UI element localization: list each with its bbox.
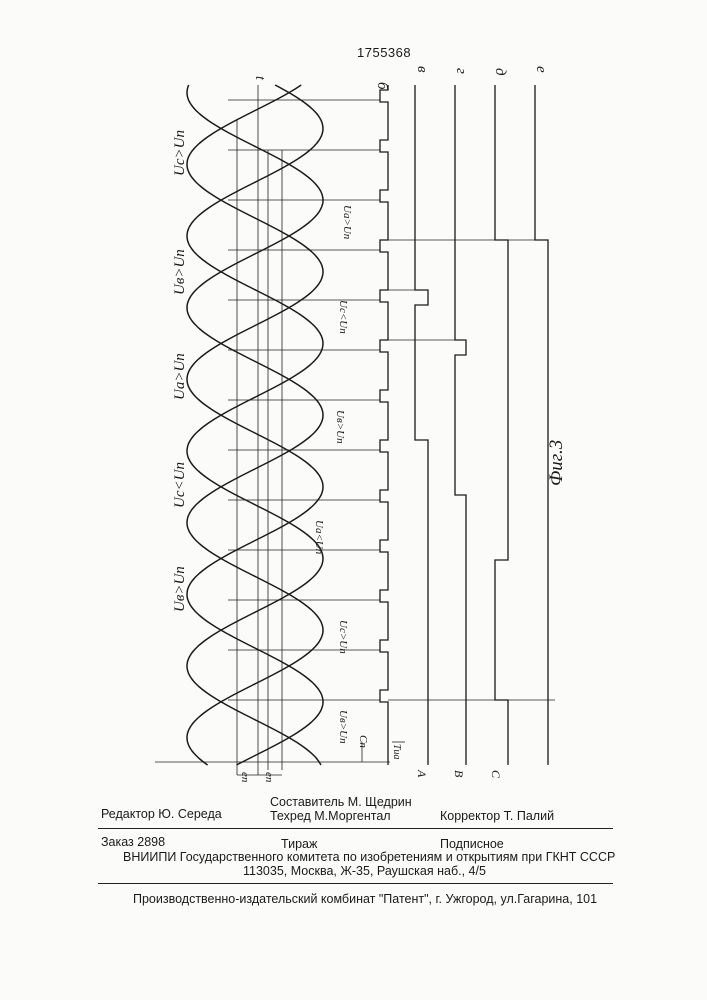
crossing-label-1: Ua>Uп xyxy=(341,205,353,240)
crossing-label-3: Uв>Uп xyxy=(334,410,346,444)
divider-top xyxy=(98,828,613,829)
bottom-label-ep-1: eп xyxy=(239,772,251,783)
figure-3: б в г д е t Uc>Uп Uв>Uп Ua>Uп Uc<Uп Uв>U… xyxy=(0,0,707,800)
trace-label-v: в xyxy=(414,66,430,73)
top-axis-label: t xyxy=(252,76,267,81)
bottom-label-cp: Cп xyxy=(357,735,369,748)
trace-g xyxy=(455,85,466,765)
editor-credit: Редактор Ю. Середа xyxy=(101,808,222,821)
bottom-label-c: C xyxy=(489,770,503,779)
crossing-label-2: Uc<Uп xyxy=(337,300,349,334)
order-number: Заказ 2898 xyxy=(101,836,165,849)
bottom-label-b: B xyxy=(452,770,466,778)
phase-wave-1 xyxy=(187,85,323,765)
sector-label-4: Uc<Uп xyxy=(172,462,188,508)
corrector-credit: Корректор Т. Палий xyxy=(440,810,554,823)
techred-credit: Техред М.Моргентал xyxy=(270,810,391,823)
circulation-label: Тираж xyxy=(281,838,317,851)
crossing-label-4: Ua<Uп xyxy=(313,520,325,555)
bottom-label-a: A xyxy=(415,769,429,778)
phase-wave-2 xyxy=(187,85,323,765)
trace-label-d: д xyxy=(492,68,508,76)
crossing-label-5: Uc>Uп xyxy=(337,620,349,654)
sector-label-5: Uв>Uп xyxy=(172,566,188,612)
phase-wave-3 xyxy=(187,85,323,765)
institution-line: ВНИИПИ Государственного комитета по изоб… xyxy=(123,851,615,864)
trace-label-g: г xyxy=(453,68,469,74)
crossing-label-6: Uв>Uп xyxy=(337,710,349,744)
trace-v xyxy=(415,85,428,765)
trace-e xyxy=(535,85,548,765)
divider-bottom xyxy=(98,883,613,884)
trace-label-b: б xyxy=(374,82,390,90)
trace-d xyxy=(495,85,508,765)
sector-label-1: Uc>Uп xyxy=(172,130,188,176)
compiler-credit: Составитель М. Щедрин xyxy=(270,796,412,809)
sector-label-2: Uв>Uп xyxy=(172,249,188,295)
trace-label-e: е xyxy=(533,66,549,73)
bottom-label-tia: Tиa xyxy=(391,744,402,760)
pulse-traces xyxy=(380,85,548,765)
trace-b-pulses xyxy=(380,85,388,765)
sector-label-3: Ua>Uп xyxy=(172,353,188,400)
figure-caption: Фиг.3 xyxy=(546,440,567,486)
sine-waves xyxy=(187,85,323,765)
publisher-line: Производственно-издательский комбинат "П… xyxy=(133,893,597,906)
subscription-label: Подписное xyxy=(440,838,504,851)
address-line: 113035, Москва, Ж-35, Раушская наб., 4/5 xyxy=(243,865,486,878)
bottom-label-ep-2: eп xyxy=(263,772,275,783)
